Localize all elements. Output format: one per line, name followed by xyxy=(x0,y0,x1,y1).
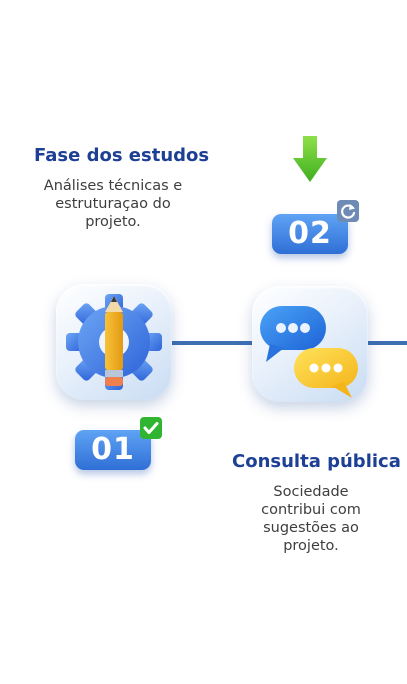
check-mark-icon xyxy=(140,417,162,439)
step-2-description-line: Sociedade xyxy=(273,484,349,500)
step-1-title: Fase dos estudos xyxy=(34,145,210,166)
step-2-title: Consulta pública xyxy=(232,451,401,472)
step-1-description-line: estruturaçao do xyxy=(55,196,171,212)
arrow-down-icon xyxy=(293,136,327,182)
step-1-description-line: projeto. xyxy=(85,214,141,230)
step-2-description: Sociedade contribui com sugestões ao pro… xyxy=(231,483,391,555)
refresh-icon xyxy=(337,200,359,222)
step-1-description: Análises técnicas e estruturaçao do proj… xyxy=(28,177,198,231)
step-1-icon-tile xyxy=(56,284,172,400)
step-2-description-line: projeto. xyxy=(283,538,339,554)
step-2-description-line: contribui com xyxy=(261,502,361,518)
step-2-icon-tile xyxy=(252,286,368,402)
gear-pencil-icon xyxy=(66,294,162,390)
chat-bubbles-icon xyxy=(260,306,358,398)
step-1-number-badge: 01 xyxy=(75,430,151,470)
step-2-description-line: sugestões ao xyxy=(263,520,359,536)
step-1-description-line: Análises técnicas e xyxy=(43,178,183,194)
step-2-number-badge: 02 xyxy=(272,214,348,254)
